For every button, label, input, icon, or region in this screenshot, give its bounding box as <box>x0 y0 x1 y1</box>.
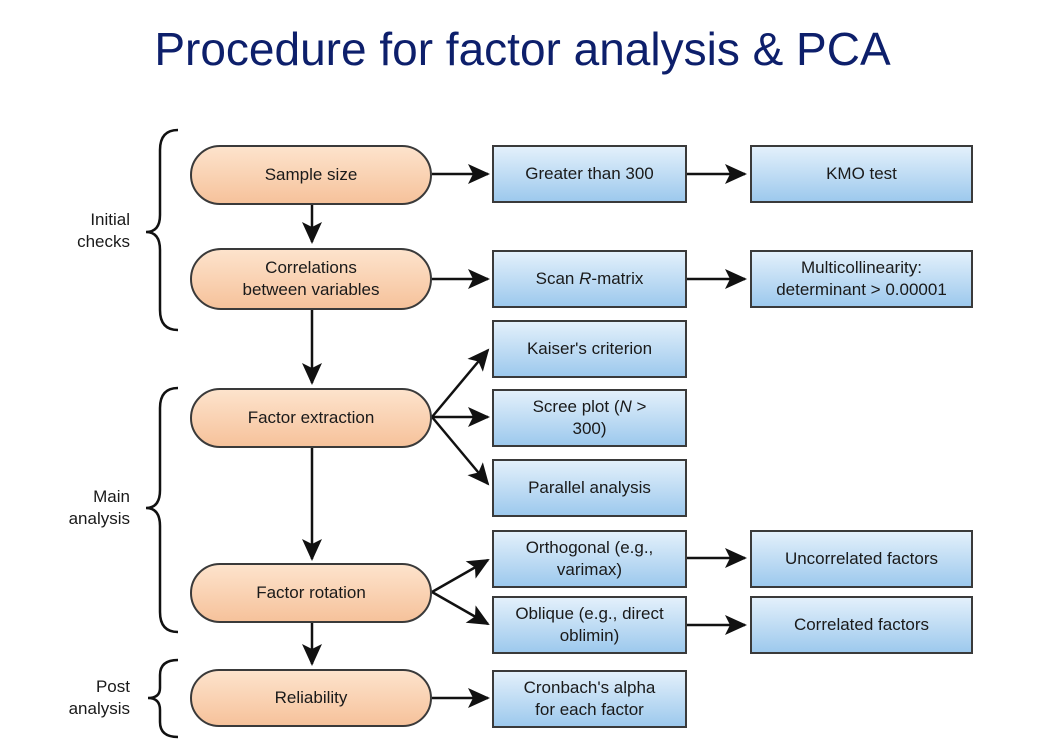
step-sample-size: Sample size <box>190 145 432 205</box>
outcome-uncorrelated-factors: Uncorrelated factors <box>750 530 973 588</box>
arrow-rotation-to-oblique <box>431 590 490 626</box>
step-reliability: Reliability <box>190 669 432 727</box>
outcome-kmo-test: KMO test <box>750 145 973 203</box>
outcome-greater-than-300: Greater than 300 <box>492 145 687 203</box>
outcome-orthogonal: Orthogonal (e.g., varimax) <box>492 530 687 588</box>
brace-main-analysis <box>145 386 179 634</box>
arrow-rotation-to-orthogonal <box>431 558 490 594</box>
outcome-kaiser-criterion: Kaiser's criterion <box>492 320 687 378</box>
stage-label-post-analysis: Post analysis <box>68 677 130 718</box>
brace-post-analysis <box>147 658 179 739</box>
arrow-extraction-to-parallel <box>431 416 490 486</box>
outcome-scan-r-matrix: Scan R-matrix <box>492 250 687 308</box>
stage-label-main-analysis: Main analysis <box>68 487 130 528</box>
stage-label-initial-checks: Initial checks <box>77 210 130 251</box>
arrow-extraction-to-kaiser <box>431 348 490 418</box>
page-title: Procedure for factor analysis & PCA <box>154 23 891 75</box>
step-correlations: Correlations between variables <box>190 248 432 310</box>
outcome-correlated-factors: Correlated factors <box>750 596 973 654</box>
outcome-oblique: Oblique (e.g., direct oblimin) <box>492 596 687 654</box>
brace-initial-checks <box>145 128 179 332</box>
step-factor-extraction: Factor extraction <box>190 388 432 448</box>
outcome-parallel-analysis: Parallel analysis <box>492 459 687 517</box>
outcome-multicollinearity: Multicollinearity: determinant > 0.00001 <box>750 250 973 308</box>
step-factor-rotation: Factor rotation <box>190 563 432 623</box>
outcome-cronbach-alpha: Cronbach's alpha for each factor <box>492 670 687 728</box>
outcome-scree-plot: Scree plot (N > 300) <box>492 389 687 447</box>
